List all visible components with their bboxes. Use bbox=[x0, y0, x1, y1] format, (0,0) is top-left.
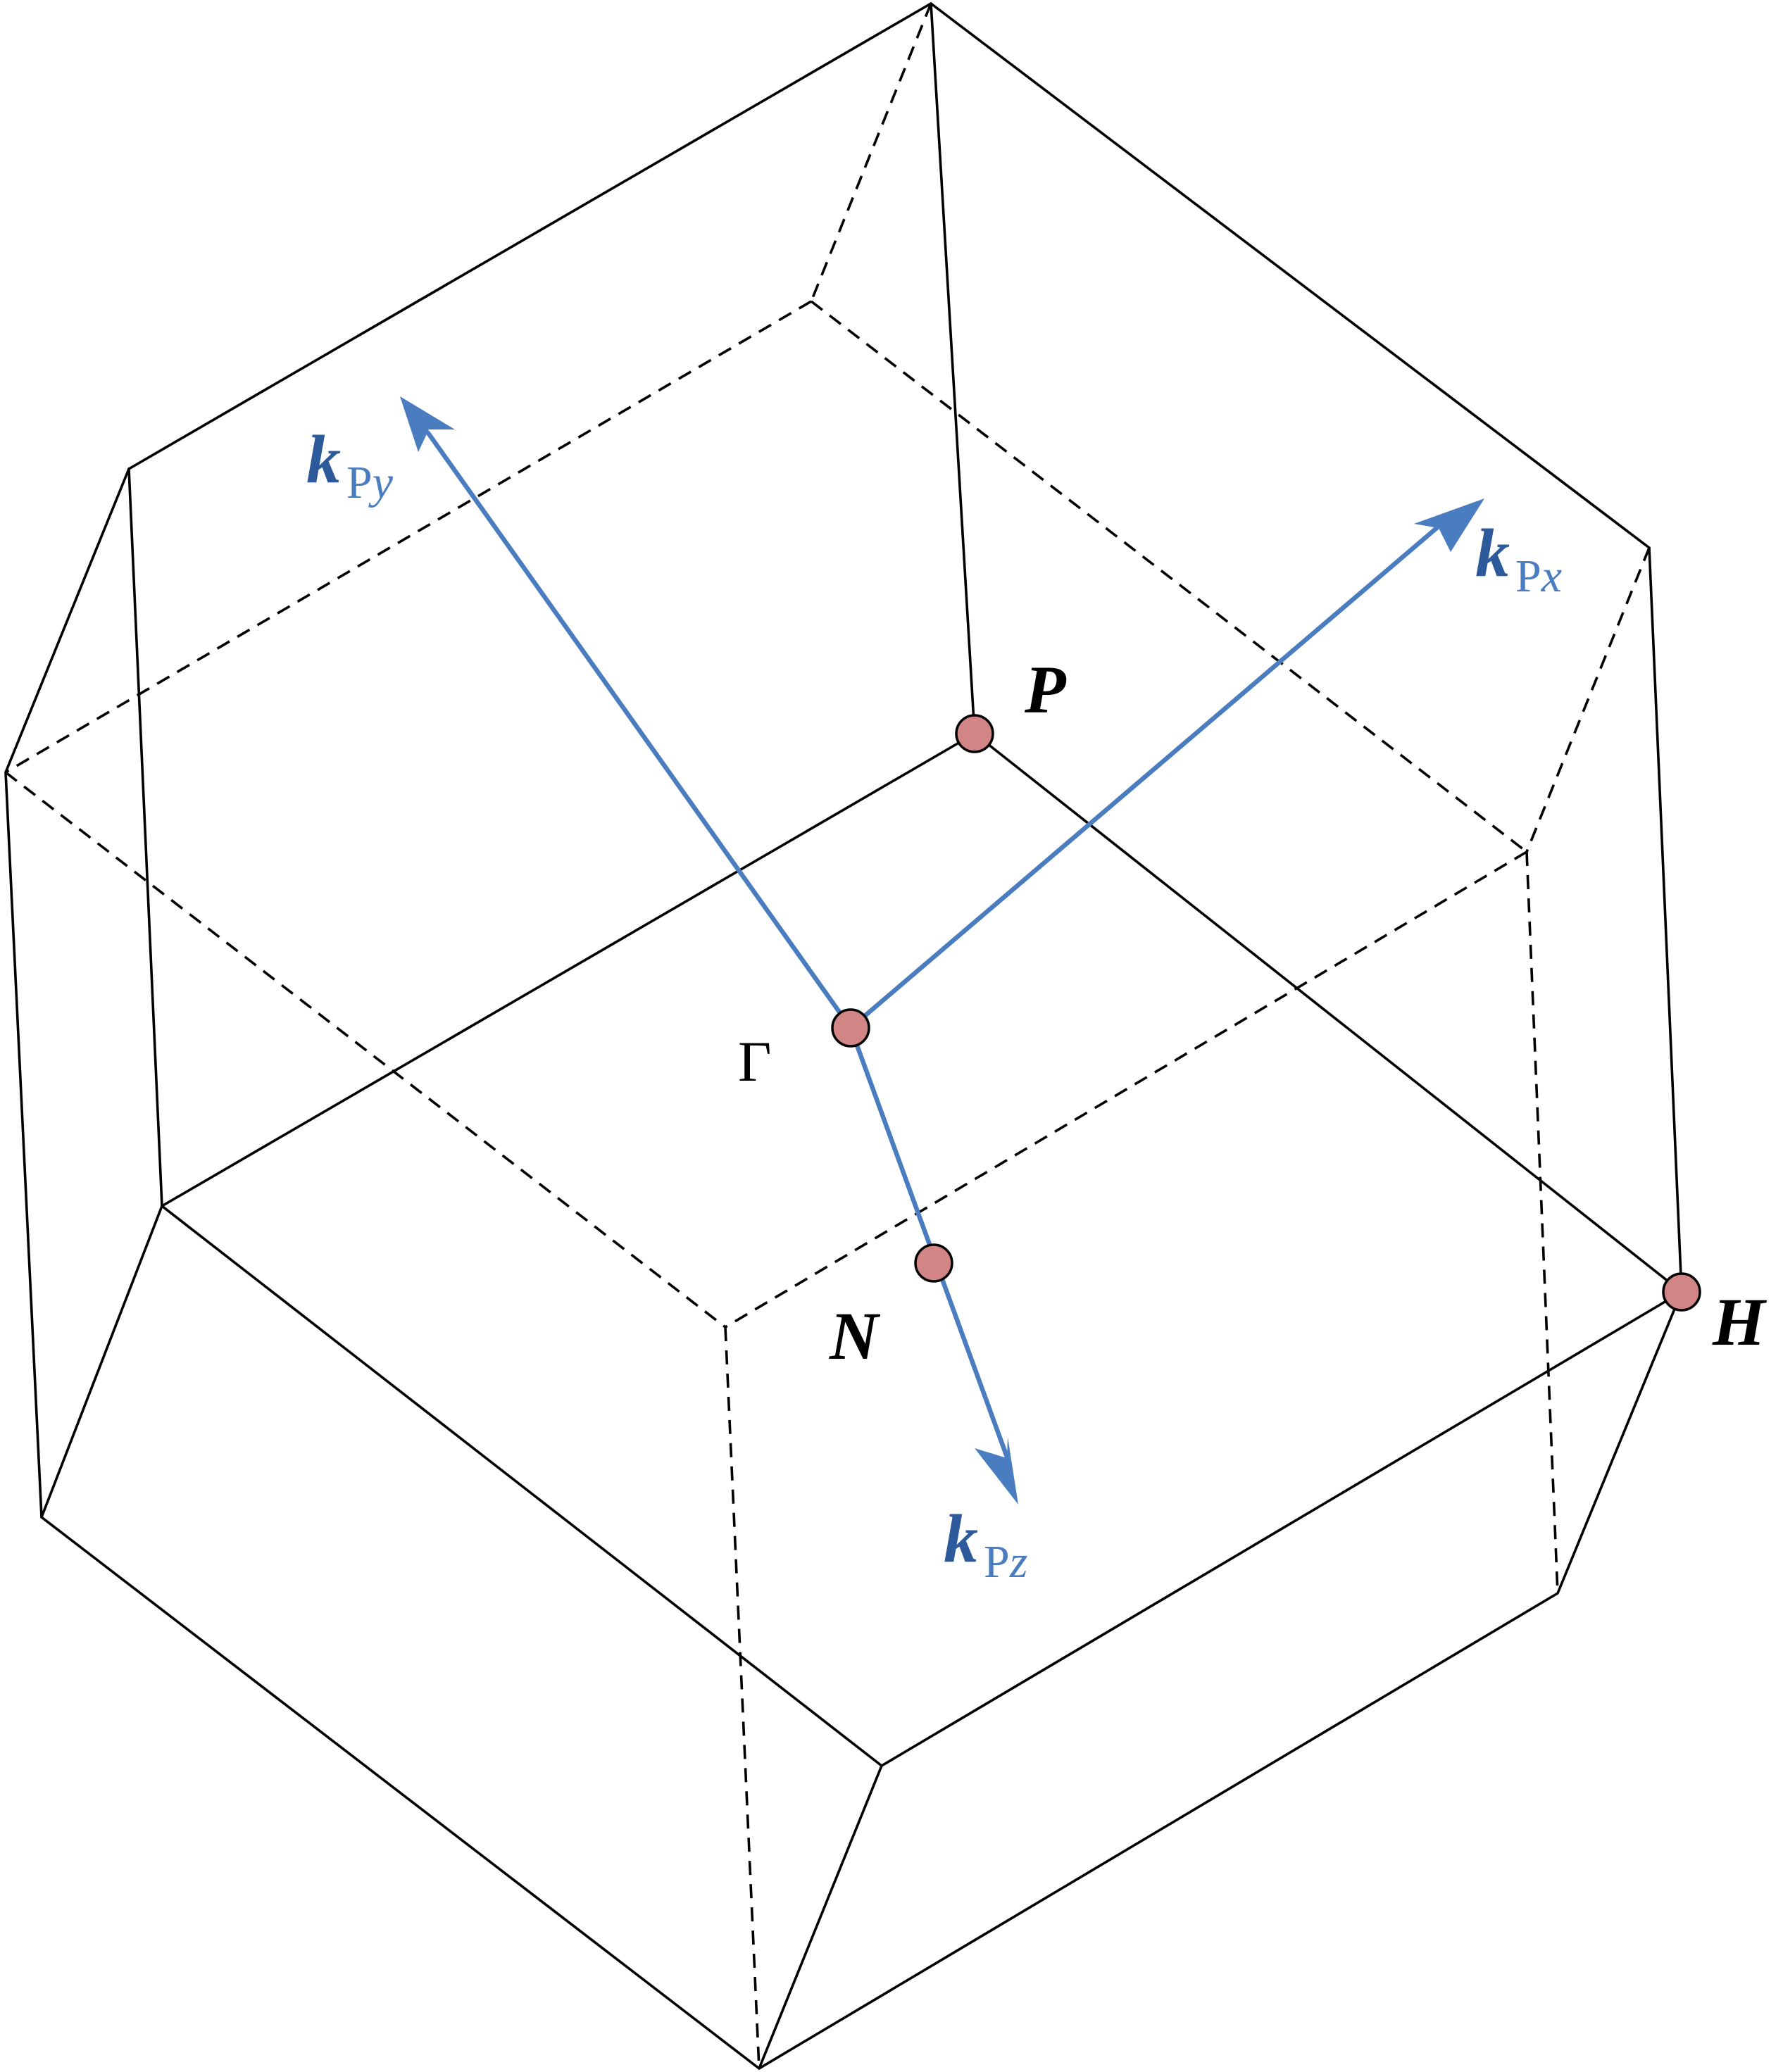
hidden-edge bbox=[810, 3, 932, 302]
visible-edge bbox=[127, 467, 163, 1207]
kpy-main: k bbox=[306, 422, 341, 498]
visible-edge bbox=[4, 467, 1683, 2070]
high-symmetry-points bbox=[831, 714, 1701, 1312]
visible-edge bbox=[973, 732, 1683, 1293]
visible-edge bbox=[161, 732, 976, 1207]
hidden-edge bbox=[1525, 547, 1651, 853]
hidden-edge bbox=[4, 771, 727, 1329]
p-point-label: P bbox=[1024, 652, 1067, 727]
visible-edge bbox=[880, 1291, 1683, 1767]
hidden-edge bbox=[1525, 851, 1559, 1594]
n-point-marker bbox=[914, 1243, 953, 1283]
hidden-edge bbox=[724, 1326, 761, 2069]
hidden-edge bbox=[725, 850, 1527, 1329]
kpx-main: k bbox=[1475, 515, 1510, 591]
kpz-main: k bbox=[944, 1501, 978, 1577]
k-axes bbox=[400, 396, 1484, 1505]
visible-edge bbox=[40, 1205, 163, 1519]
visible-edge bbox=[161, 1205, 883, 1767]
h-point-marker bbox=[1662, 1272, 1701, 1312]
kpz-subscript-var: z bbox=[1009, 1536, 1028, 1588]
kpz-arrowhead bbox=[975, 1437, 1018, 1505]
visible-edge bbox=[758, 1764, 883, 2070]
kpx-subscript: P bbox=[1515, 551, 1541, 602]
hidden-edge bbox=[5, 300, 812, 774]
kpy-subscript: P bbox=[346, 457, 373, 508]
kpx-axis-line bbox=[848, 522, 1444, 1031]
h-point-label: H bbox=[1712, 1284, 1768, 1360]
kpx-subscript-var: x bbox=[1541, 551, 1562, 602]
visible-edge bbox=[930, 2, 976, 735]
hidden-edge bbox=[810, 300, 1528, 853]
n-point-label: N bbox=[829, 1298, 881, 1374]
kpz-subscript: P bbox=[984, 1536, 1010, 1588]
kpy-arrowhead bbox=[400, 396, 455, 452]
gamma-point-marker bbox=[831, 1008, 870, 1048]
kpy-axis-line bbox=[425, 430, 853, 1031]
hidden-edges bbox=[4, 3, 1651, 2069]
kpy-subscript-var: y bbox=[368, 457, 394, 508]
point-labels: P H N Γ bbox=[738, 652, 1768, 1374]
p-point-marker bbox=[955, 714, 994, 753]
gamma-point-label: Γ bbox=[738, 1029, 771, 1093]
kpx-arrowhead bbox=[1414, 498, 1484, 552]
